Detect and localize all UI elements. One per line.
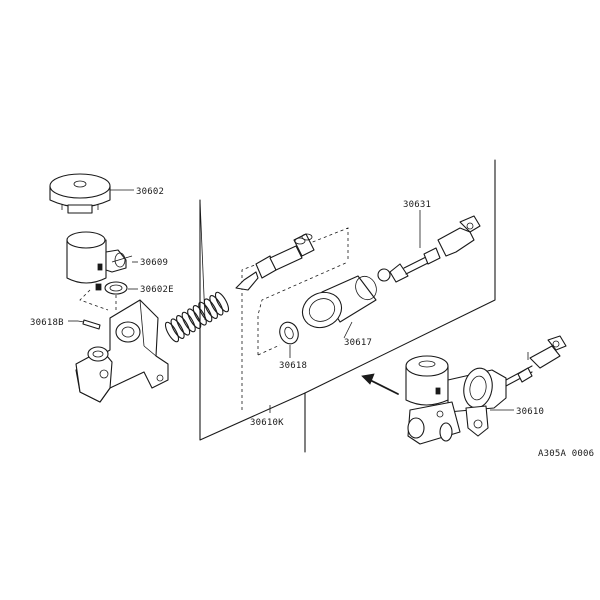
piston-seal-small bbox=[279, 321, 299, 345]
piston bbox=[235, 233, 315, 291]
spring-coil bbox=[214, 291, 230, 313]
callout-30609: 30609 bbox=[140, 258, 168, 268]
pin bbox=[77, 319, 101, 330]
reservoir bbox=[66, 231, 133, 291]
spring-coil bbox=[170, 318, 185, 339]
spring-coil bbox=[187, 308, 202, 329]
kit-boundary bbox=[241, 227, 349, 410]
master-cylinder-body-left bbox=[75, 299, 169, 403]
spring-coil bbox=[209, 295, 224, 316]
spring-coil bbox=[192, 305, 207, 326]
spring-coil bbox=[164, 321, 180, 343]
callout-30602: 30602 bbox=[136, 187, 164, 197]
callout-30610k: 30610K bbox=[250, 418, 284, 428]
reservoir-cap bbox=[49, 173, 111, 214]
leader-lines bbox=[68, 189, 514, 413]
callout-30618: 30618 bbox=[279, 361, 307, 371]
spring-coil bbox=[181, 311, 196, 333]
reference-code: A305A 0006 bbox=[538, 449, 594, 459]
piston-cup bbox=[301, 275, 377, 329]
spring-coil bbox=[198, 301, 213, 323]
return-spring bbox=[164, 291, 230, 343]
spring-coil bbox=[176, 315, 191, 336]
callout-30602e: 30602E bbox=[140, 285, 174, 295]
callout-30617: 30617 bbox=[344, 338, 372, 348]
reservoir-seal bbox=[104, 281, 128, 295]
callout-30610: 30610 bbox=[516, 407, 544, 417]
push-rod bbox=[377, 215, 481, 283]
direction-arrow bbox=[361, 373, 399, 395]
spring-coil bbox=[203, 298, 218, 319]
callout-30631: 30631 bbox=[403, 200, 431, 210]
callout-30618b: 30618B bbox=[30, 318, 64, 328]
master-cylinder-assembly-right bbox=[405, 335, 567, 445]
